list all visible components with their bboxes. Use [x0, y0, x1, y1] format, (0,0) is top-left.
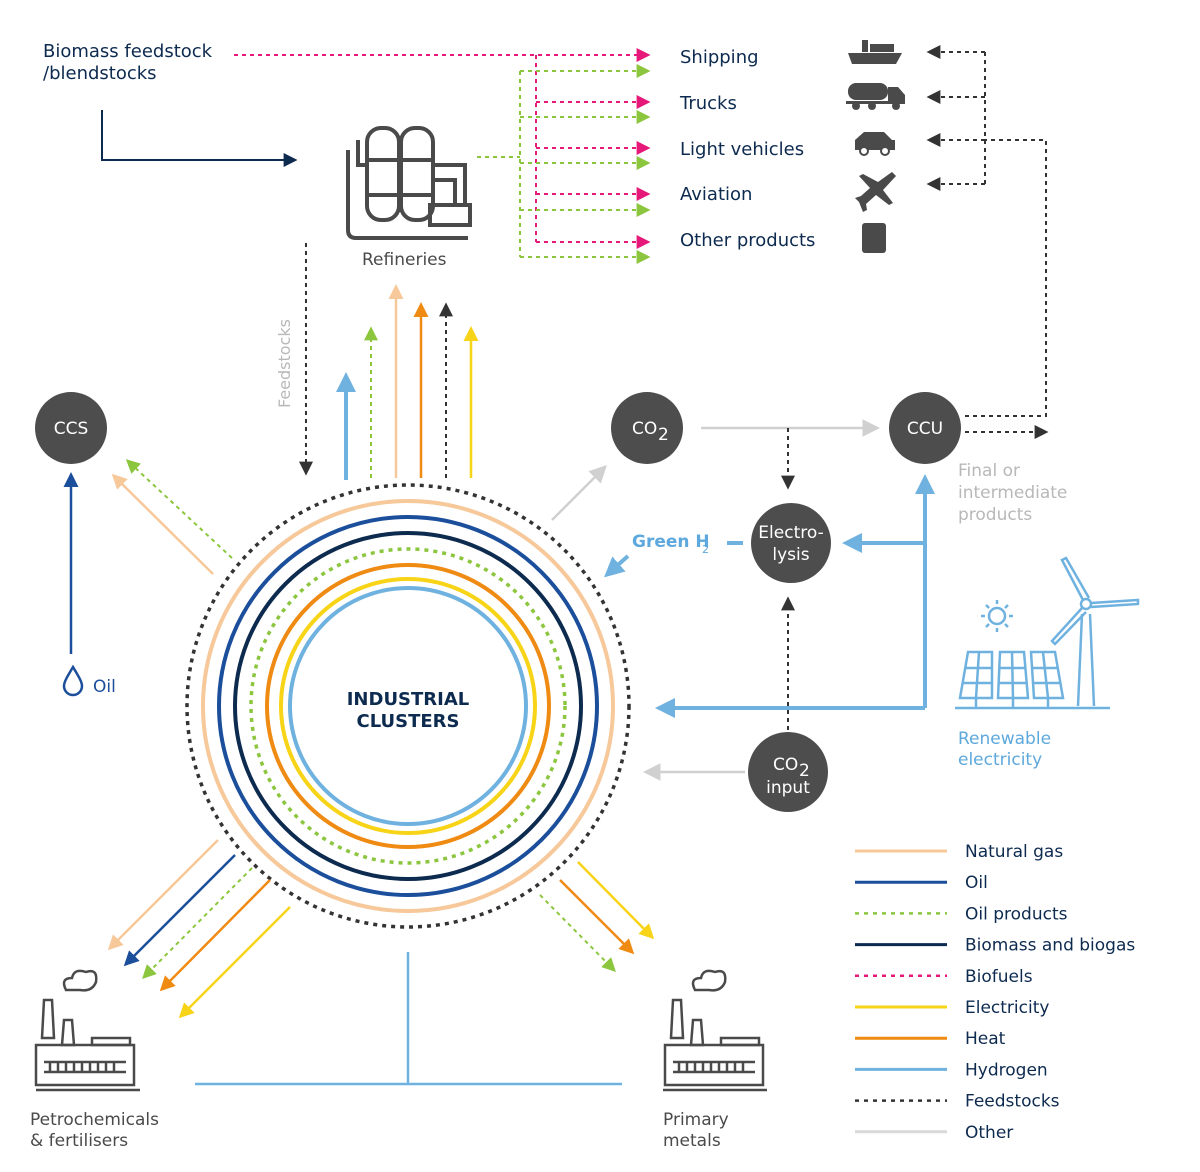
biomass-blendstocks-label: /blendstocks	[43, 63, 157, 84]
metals-factory-icon	[663, 969, 767, 1092]
final-products-label-3: products	[958, 505, 1032, 525]
co2-input-label-1: CO	[773, 755, 798, 775]
product-aviation: Aviation	[680, 184, 752, 205]
product-shipping: Shipping	[680, 47, 759, 68]
oil-to-petrochemicals-arrow	[123, 854, 236, 967]
ccu-node	[889, 392, 961, 464]
truck-icon	[846, 83, 905, 110]
product-light-vehicles: Light vehicles	[680, 139, 804, 160]
legend-label-oil: Oil	[965, 873, 988, 893]
electricity-to-petrochemicals-arrow	[178, 906, 291, 1019]
renewable-electricity-label-2: electricity	[958, 750, 1042, 770]
electrolysis-label-2: lysis	[772, 545, 809, 565]
ccu-to-products-network	[926, 45, 1047, 417]
oil-products-to-petrochemicals-arrow	[142, 867, 253, 979]
natural-gas-to-petrochemicals-arrow	[107, 839, 219, 951]
final-products-label-1: Final or	[958, 461, 1020, 481]
green-h2-to-cluster-arrow	[604, 554, 630, 578]
electrolysis-label-1: Electro-	[758, 523, 823, 543]
final-products-label-2: intermediate	[958, 483, 1067, 503]
sun-icon	[981, 600, 1013, 632]
product-trucks: Trucks	[679, 93, 737, 114]
legend-label-oil-products: Oil products	[965, 904, 1068, 924]
wind-turbine-icon	[1050, 556, 1140, 707]
primary-metals-label-2: metals	[663, 1131, 721, 1151]
legend-label-electricity: Electricity	[965, 998, 1049, 1018]
legend-label-biomass: Biomass and biogas	[965, 936, 1135, 956]
oil-products-network	[477, 64, 651, 264]
refineries-label: Refineries	[362, 250, 447, 270]
hydrogen-bottom-line	[195, 952, 622, 1086]
co2-node-subscript: 2	[658, 425, 669, 445]
ccu-node-label: CCU	[907, 419, 943, 439]
industrial-cluster-rings	[185, 483, 631, 929]
electricity-to-metals-arrow	[577, 861, 655, 940]
heat-to-petrochemicals-arrow	[159, 879, 271, 992]
renewable-electricity-label-1: Renewable	[958, 729, 1051, 749]
legend-label-feedstocks: Feedstocks	[965, 1092, 1060, 1112]
cluster-to-co2-arrow	[551, 465, 607, 521]
legend-label-biofuels: Biofuels	[965, 967, 1033, 987]
barrel-icon	[862, 223, 886, 253]
primary-metals-label-1: Primary	[663, 1110, 729, 1130]
petrochemicals-factory-icon	[34, 969, 140, 1092]
legend-label-natural-gas: Natural gas	[965, 842, 1063, 862]
co2-input-subscript: 2	[799, 761, 810, 781]
petrochemicals-label-2: & fertilisers	[30, 1131, 128, 1151]
refinery-icon	[346, 126, 472, 240]
co2-node	[611, 392, 683, 464]
green-h2-label: Green H	[632, 532, 710, 552]
electrolysis-node	[751, 503, 831, 583]
airplane-icon	[855, 172, 896, 212]
solar-panel-icon	[955, 650, 1110, 710]
heat-to-metals-arrow	[559, 879, 635, 955]
oil-products-to-metals-arrow	[539, 894, 616, 972]
biofuels-network	[234, 48, 651, 249]
oil-drop-icon	[62, 664, 84, 697]
green-h2-subscript: 2	[702, 543, 709, 556]
oil-label: Oil	[93, 677, 116, 697]
petrochemicals-label-1: Petrochemicals	[30, 1110, 159, 1130]
ccs-node	[35, 392, 107, 464]
industrial-clusters-title-2: CLUSTERS	[356, 711, 459, 732]
co2-node-label: CO	[632, 419, 657, 439]
legend-label-other: Other	[965, 1123, 1013, 1143]
legend-label-heat: Heat	[965, 1029, 1006, 1049]
industrial-clusters-title-1: INDUSTRIAL	[347, 689, 470, 710]
biomass-feedstock-label: Biomass feedstock	[43, 41, 213, 62]
legend-label-hydrogen: Hydrogen	[965, 1060, 1048, 1080]
co2-input-label-2: input	[766, 778, 810, 798]
renewable-hydrogen-network	[655, 474, 935, 718]
natural-gas-to-ccs-arrow	[111, 473, 214, 575]
feedstocks-label: Feedstocks	[275, 319, 294, 408]
ccs-node-label: CCS	[54, 419, 89, 439]
biomass-to-refineries-arrow	[101, 110, 298, 167]
co2-input-node	[748, 732, 828, 812]
product-other-products: Other products	[680, 230, 815, 251]
car-icon	[855, 132, 895, 156]
ship-icon	[848, 40, 902, 64]
